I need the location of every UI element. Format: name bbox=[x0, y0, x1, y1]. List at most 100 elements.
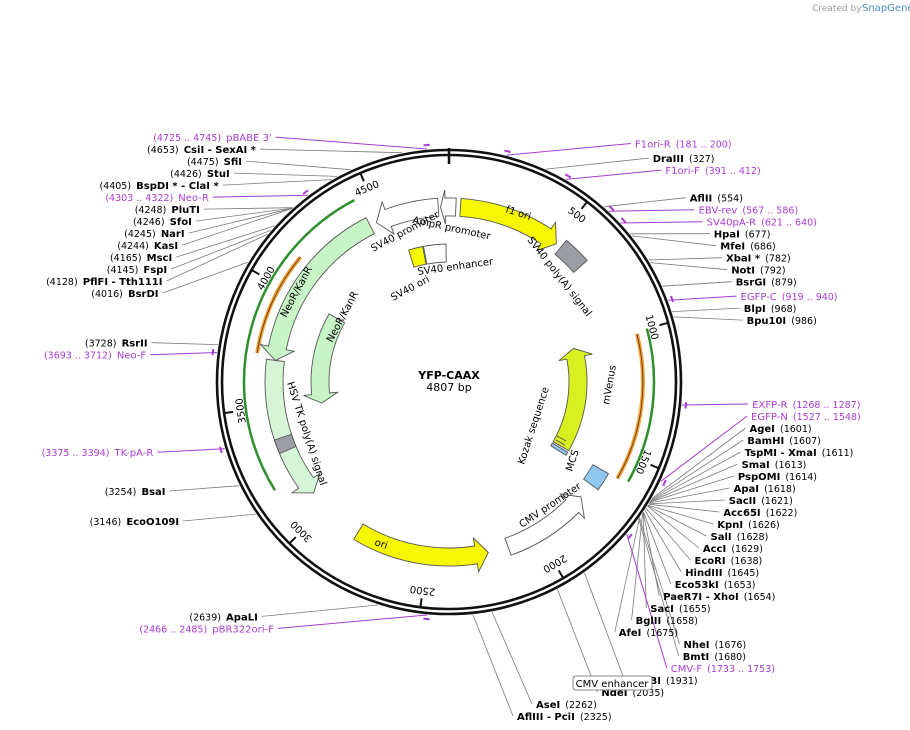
site-label[interactable]: BlpI (968) bbox=[744, 297, 797, 316]
feature-ori[interactable] bbox=[353, 523, 489, 574]
site-label[interactable]: (4405) BspDI * - ClaI * bbox=[99, 174, 219, 193]
feature-exfp-tail[interactable] bbox=[550, 442, 569, 456]
site-label[interactable]: AflII (554) bbox=[690, 187, 743, 206]
site-label[interactable]: (4244) KasI bbox=[117, 234, 178, 253]
site-label[interactable]: BsrGI (879) bbox=[736, 271, 797, 290]
site-name: Acc65I bbox=[723, 508, 760, 519]
site-name: BlpI bbox=[744, 304, 766, 315]
primer-label[interactable]: (2466 .. 2485) pBR322ori-F bbox=[139, 617, 274, 636]
site-label[interactable]: NotI (792) bbox=[731, 259, 785, 278]
site-label[interactable]: AfeI (1675) bbox=[619, 621, 678, 640]
site-label[interactable]: SacII (1621) bbox=[729, 489, 793, 508]
site-label[interactable]: XbaI * (782) bbox=[726, 247, 791, 266]
site-label[interactable]: (4016) BsrDI bbox=[91, 282, 158, 301]
primer-name: Neo-R bbox=[178, 193, 209, 204]
site-leader bbox=[557, 589, 598, 693]
primer-label[interactable]: F1ori-R (181 .. 200) bbox=[635, 133, 732, 152]
site-leader bbox=[275, 136, 428, 150]
site-position: (686) bbox=[750, 242, 776, 253]
site-label[interactable]: Acc65I (1622) bbox=[723, 501, 797, 520]
site-leader bbox=[222, 179, 332, 186]
site-label[interactable]: BamHI (1607) bbox=[747, 429, 821, 448]
site-label[interactable]: ApaI (1618) bbox=[734, 477, 796, 496]
feature-sv40-enhancer[interactable] bbox=[422, 243, 447, 265]
site-label[interactable]: (4248) PluTI bbox=[135, 198, 200, 217]
site-leader bbox=[261, 604, 379, 617]
credit-brand: SnapGene bbox=[862, 3, 910, 14]
feature-sv40-promoter[interactable] bbox=[375, 197, 440, 236]
primer-label[interactable]: F1ori-F (391 .. 412) bbox=[665, 159, 760, 178]
site-label[interactable]: AseI (2262) bbox=[536, 693, 597, 712]
features bbox=[259, 189, 610, 574]
site-label[interactable]: SalI (1628) bbox=[711, 525, 769, 544]
site-label[interactable]: MfeI (686) bbox=[720, 235, 775, 254]
feature-neor-kanr[interactable] bbox=[303, 313, 346, 404]
primer-label[interactable]: EXFP-R (1268 .. 1287) bbox=[752, 393, 860, 412]
feature-f1-ori[interactable] bbox=[459, 197, 557, 252]
feature-mcs[interactable] bbox=[582, 464, 610, 491]
site-label[interactable]: Bpu10I (986) bbox=[747, 309, 817, 328]
site-label[interactable]: (4653) CsiI - SexAI * bbox=[147, 138, 257, 157]
site-leader bbox=[566, 169, 662, 180]
site-label[interactable]: (3728) RsrII bbox=[85, 332, 148, 351]
feature-sv40-poly-a-signal[interactable] bbox=[554, 239, 588, 274]
tick-mark bbox=[288, 536, 297, 545]
site-label[interactable]: AgeI (1601) bbox=[750, 417, 812, 436]
feature-sv40-ori[interactable] bbox=[408, 245, 427, 268]
primer-label[interactable]: (3375 .. 3394) TK-pA-R bbox=[42, 441, 154, 460]
site-label[interactable]: AflIII - PciI (2325) bbox=[517, 705, 612, 724]
site-label[interactable]: (4246) SfoI bbox=[133, 210, 192, 229]
site-leader bbox=[195, 207, 293, 222]
site-label[interactable]: PspOMI (1614) bbox=[738, 465, 817, 484]
plasmid-size: 4807 bp bbox=[426, 381, 471, 394]
tick-label: 2000 bbox=[541, 552, 569, 574]
site-label[interactable]: (4128) PflFI - Tth111I bbox=[46, 270, 162, 289]
site-label[interactable]: (4475) SfiI bbox=[187, 150, 242, 169]
site-label[interactable]: (2639) ApaLI bbox=[189, 605, 257, 624]
site-label[interactable]: NdeI (2035) bbox=[601, 681, 664, 700]
site-label[interactable]: EcoRI (1638) bbox=[695, 549, 763, 568]
site-label[interactable]: (4245) NarI bbox=[124, 222, 184, 241]
feature-ampr-promoter[interactable] bbox=[440, 189, 457, 225]
site-label[interactable]: HindIII (1645) bbox=[685, 561, 759, 580]
feature-mvenus[interactable] bbox=[552, 347, 593, 452]
primer-label[interactable]: EGFP-C (919 .. 940) bbox=[741, 285, 838, 304]
site-position: (1676) bbox=[715, 640, 747, 651]
site-label[interactable]: Eco53kI (1653) bbox=[675, 573, 756, 592]
site-position: (1622) bbox=[766, 508, 798, 519]
kozak-mark-2 bbox=[556, 435, 567, 442]
feature-hsv-tk-small[interactable] bbox=[273, 433, 297, 455]
feature-neor-kanr[interactable] bbox=[259, 217, 375, 361]
primer-label[interactable]: EGFP-N (1527 .. 1548) bbox=[751, 405, 861, 424]
primer-label[interactable]: SV40pA-R (621 .. 640) bbox=[707, 211, 817, 230]
primer-label[interactable]: CMV-F (1733 .. 1753) bbox=[671, 657, 775, 676]
feature-cmv-promoter[interactable] bbox=[504, 493, 586, 556]
site-label[interactable]: SacI (1655) bbox=[650, 597, 710, 616]
site-label[interactable]: (3254) BsaI bbox=[105, 480, 166, 499]
site-label[interactable]: BmtI (1680) bbox=[683, 645, 746, 664]
site-label[interactable]: HpaI (677) bbox=[714, 223, 771, 242]
site-label[interactable]: (4145) FspI bbox=[107, 258, 167, 277]
site-position: (3254) bbox=[105, 487, 137, 498]
primer-name: EGFP-N bbox=[751, 412, 788, 423]
site-label[interactable]: (3146) EcoO109I bbox=[90, 510, 179, 529]
site-name: EcoO109I bbox=[126, 517, 179, 528]
site-label[interactable]: NheI (1676) bbox=[684, 633, 747, 652]
primer-label[interactable]: (3693 .. 3712) Neo-F bbox=[44, 344, 146, 363]
site-leader bbox=[638, 518, 680, 657]
site-position: (879) bbox=[771, 278, 797, 289]
site-position: (2325) bbox=[580, 712, 612, 723]
primer-label[interactable]: (4725 .. 4745) pBABE 3' bbox=[153, 126, 271, 145]
site-label[interactable]: TspMI - XmaI (1611) bbox=[745, 441, 854, 460]
site-label[interactable]: DraIII (327) bbox=[653, 147, 715, 166]
site-label[interactable]: BglII (1658) bbox=[636, 609, 698, 628]
primer-label[interactable]: EBV-rev (567 .. 586) bbox=[699, 199, 799, 218]
site-label[interactable]: AccI (1629) bbox=[703, 537, 763, 556]
site-label[interactable]: PaeR7I - XhoI (1654) bbox=[663, 585, 775, 604]
site-label[interactable]: (4165) MscI bbox=[110, 246, 172, 265]
site-label[interactable]: (4426) StuI bbox=[170, 162, 230, 181]
site-label[interactable]: SmaI (1613) bbox=[742, 453, 807, 472]
primer-label[interactable]: (4303 .. 4322) Neo-R bbox=[105, 186, 208, 205]
sv40-ori-label: SV40 ori bbox=[389, 274, 431, 303]
site-label[interactable]: KpnI (1626) bbox=[717, 513, 779, 532]
